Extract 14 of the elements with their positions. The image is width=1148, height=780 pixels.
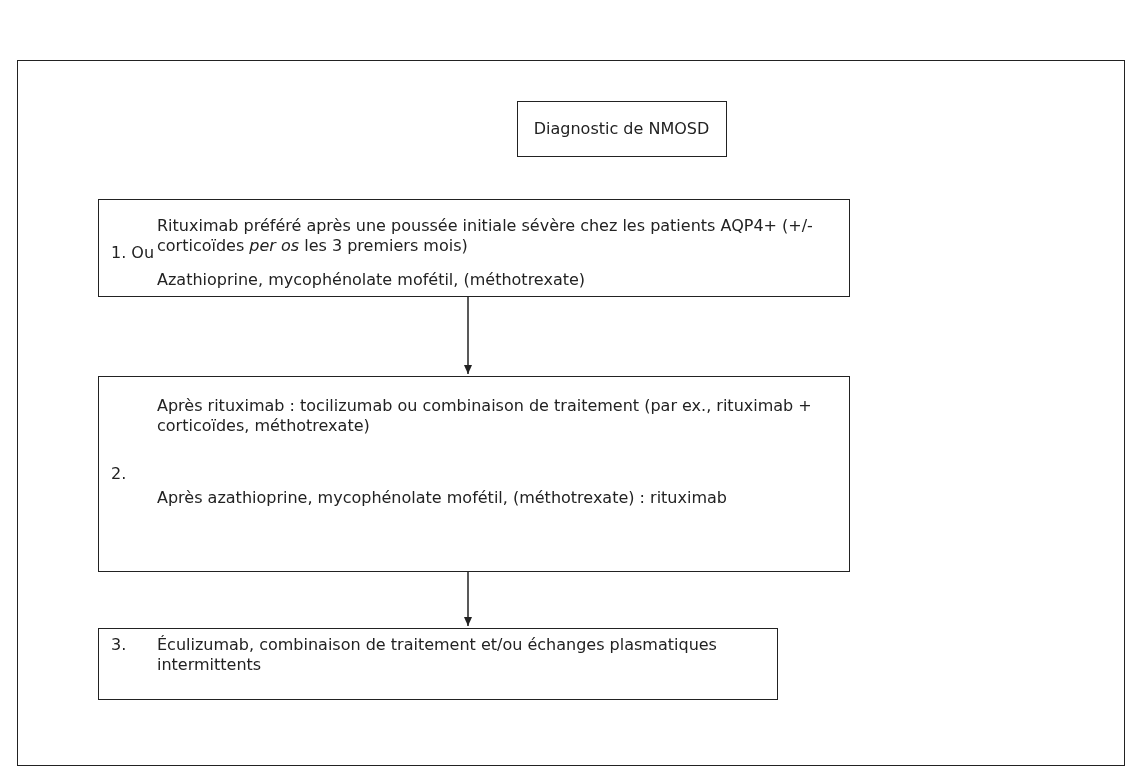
box-text: Azathioprine, mycophénolate mofétil, (méthotrexate) [157, 270, 587, 290]
arrow [464, 296, 472, 375]
process-box [98, 199, 850, 297]
process-box [517, 101, 727, 157]
box-text: Après rituximab : tocilizumab ou combinaison de traitement (par ex., rituximab + corticoïdes, méthotrexate) [157, 396, 813, 436]
box-text: Après azathioprine, mycophénolate mofétil, (méthotrexate) : rituximab [157, 488, 728, 508]
process-box [98, 628, 778, 700]
process-box [98, 376, 850, 572]
arrow [464, 571, 472, 627]
box-text: Rituximab préféré après une poussée initiale sévère chez les patients AQP4+ (+/- corticoïdes per os les 3 premiers mois) [157, 216, 814, 256]
step-number: 3. [111, 635, 128, 655]
box-text: Diagnostic de NMOSD [532, 119, 711, 139]
step-number: 2. [111, 464, 128, 484]
box-text: Éculizumab, combinaison de traitement et/ou échanges plasmatiques intermittents [157, 635, 718, 675]
